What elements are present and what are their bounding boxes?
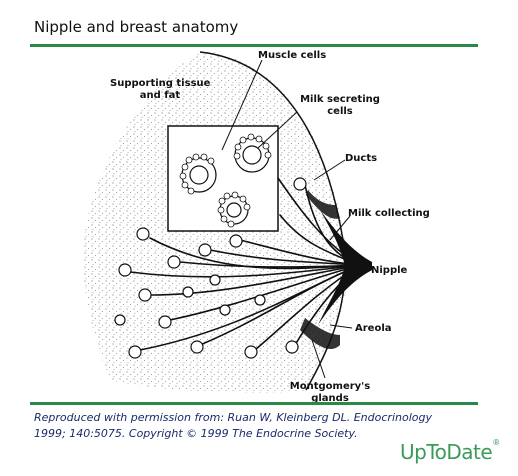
uptodate-logo: UpToDate® bbox=[400, 438, 500, 464]
citation-line-2: 1999; 140:5075. Copyright © 1999 The End… bbox=[34, 427, 358, 440]
label-milk-secreting-line1: Milk secreting bbox=[300, 94, 380, 105]
nipple-areola bbox=[300, 190, 372, 350]
gland-bulbs bbox=[114, 177, 307, 359]
label-montgomery-glands: Montgomery's glands bbox=[280, 381, 380, 405]
label-milk-secreting-cells: Milk secreting cells bbox=[290, 94, 390, 118]
label-milk-collecting: Milk collecting bbox=[348, 208, 430, 219]
citation-credit: Reproduced with permission from: Ruan W,… bbox=[34, 410, 454, 442]
citation-line-1: Reproduced with permission from: Ruan W,… bbox=[34, 411, 432, 424]
label-supporting-tissue-line2: and fat bbox=[139, 90, 181, 101]
label-supporting-tissue-line1: Supporting tissue bbox=[110, 78, 211, 89]
label-nipple: Nipple bbox=[371, 265, 408, 276]
leader-lines bbox=[221, 59, 371, 379]
title-divider bbox=[30, 44, 478, 47]
label-muscle-cells: Muscle cells bbox=[258, 50, 327, 61]
registered-mark: ® bbox=[492, 438, 500, 447]
label-milk-secreting-line2: cells bbox=[327, 106, 353, 117]
label-ducts: Ducts bbox=[345, 153, 378, 164]
label-montgomery-line1: Montgomery's bbox=[289, 381, 371, 392]
label-areola: Areola bbox=[355, 323, 392, 334]
label-montgomery-line2: glands bbox=[311, 393, 349, 404]
logo-text: UpToDate bbox=[400, 440, 493, 464]
lobule-inset bbox=[167, 125, 279, 232]
page-title: Nipple and breast anatomy bbox=[34, 18, 239, 36]
footer-divider bbox=[30, 402, 478, 405]
label-supporting-tissue: Supporting tissue and fat bbox=[110, 78, 210, 102]
